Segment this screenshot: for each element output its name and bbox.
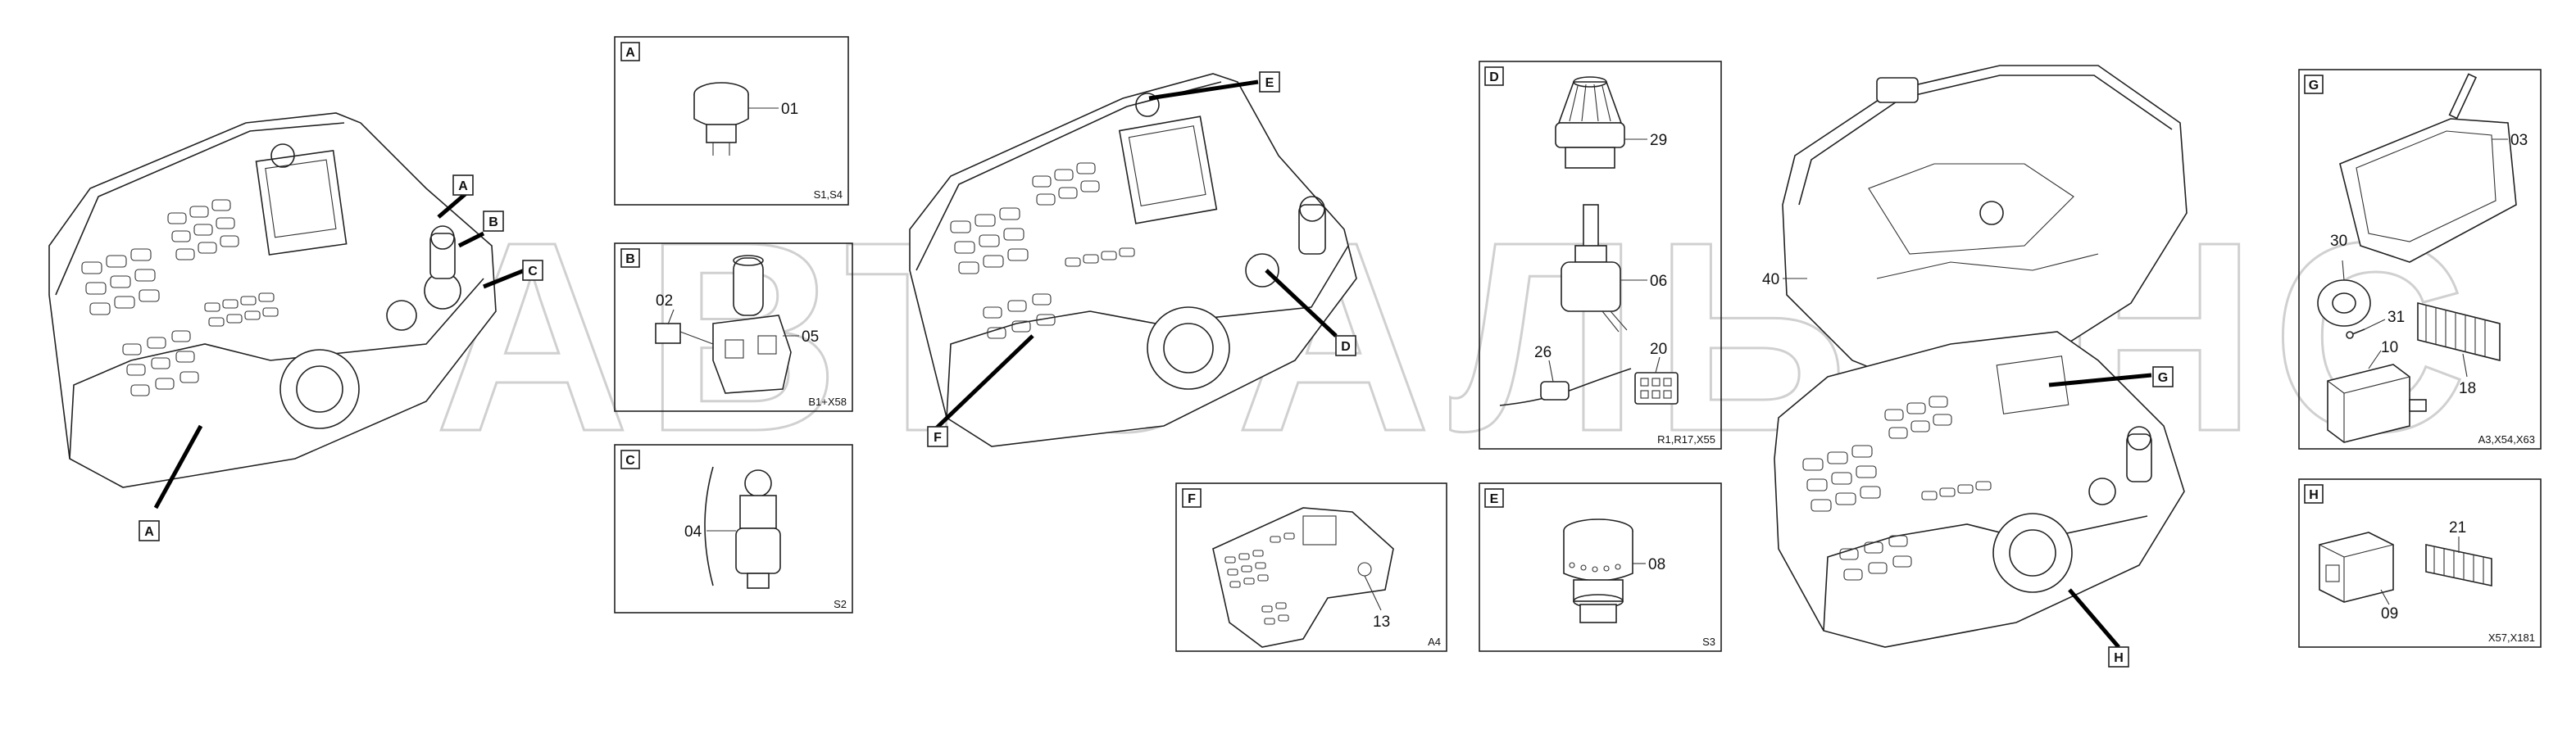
svg-text:A: A bbox=[458, 179, 468, 193]
console-center-display bbox=[1118, 115, 1218, 224]
callout-e: E bbox=[1259, 71, 1280, 93]
detail-box-f-letter: F bbox=[1188, 492, 1196, 506]
part-label-30: 30 bbox=[2330, 233, 2347, 250]
potentiometer-knob-part bbox=[1555, 76, 1625, 169]
part-label-31: 31 bbox=[2387, 309, 2405, 326]
callout-d: D bbox=[1335, 335, 1356, 356]
connector-d-part bbox=[1634, 372, 1679, 405]
detail-box-a-ref: S1,S4 bbox=[814, 188, 843, 201]
svg-text:F: F bbox=[934, 431, 942, 445]
callout-a-top: A bbox=[452, 174, 474, 196]
part-label-05: 05 bbox=[802, 328, 819, 346]
callout-c: C bbox=[522, 260, 543, 281]
svg-text:E: E bbox=[1265, 76, 1274, 90]
detail-box-c: C 04 S2 bbox=[614, 444, 853, 614]
part-label-18: 18 bbox=[2459, 380, 2476, 397]
svg-text:G: G bbox=[2158, 371, 2168, 385]
control-console-center bbox=[909, 73, 1357, 447]
detail-box-e-frame bbox=[1479, 482, 1722, 652]
detail-box-e: E 08 S3 bbox=[1479, 482, 1722, 652]
detail-box-h-frame bbox=[2298, 478, 2542, 648]
part-label-13: 13 bbox=[1373, 614, 1390, 631]
console-with-cover bbox=[1774, 65, 2188, 648]
part-label-02: 02 bbox=[656, 292, 673, 310]
callout-g: G bbox=[2152, 366, 2174, 387]
connector-housing-part bbox=[2327, 364, 2427, 443]
detail-box-d-frame bbox=[1479, 61, 1722, 450]
detail-box-e-ref: S3 bbox=[1702, 636, 1715, 648]
detail-box-a-frame bbox=[614, 36, 849, 206]
part-label-09: 09 bbox=[2381, 605, 2398, 623]
svg-text:A: A bbox=[144, 525, 154, 539]
callout-f: F bbox=[927, 426, 948, 447]
detail-box-f-frame bbox=[1175, 482, 1447, 652]
emergency-stop-part bbox=[1563, 518, 1633, 623]
detail-box-d-letter: D bbox=[1489, 70, 1499, 84]
detail-box-d-ref: R1,R17,X55 bbox=[1657, 433, 1715, 446]
detail-box-c-ref: S2 bbox=[834, 598, 847, 610]
part-label-01: 01 bbox=[781, 101, 798, 118]
part-label-03: 03 bbox=[2510, 132, 2528, 149]
svg-text:C: C bbox=[528, 265, 538, 278]
detail-box-d: D 29 06 26 20 R bbox=[1479, 61, 1722, 450]
part-label-40: 40 bbox=[1762, 271, 1779, 288]
membrane-keypad-part bbox=[1212, 507, 1394, 648]
display-module-part bbox=[2339, 73, 2517, 263]
callout-h: H bbox=[2108, 646, 2129, 668]
detail-box-g-frame bbox=[2298, 69, 2542, 450]
part-label-10: 10 bbox=[2381, 339, 2398, 356]
cable-part bbox=[1499, 368, 1632, 406]
console-display bbox=[255, 149, 348, 256]
detail-box-c-frame bbox=[614, 444, 853, 614]
detail-box-g-letter: G bbox=[2309, 79, 2319, 93]
detail-box-a: A 01 S1,S4 bbox=[614, 36, 849, 206]
part-label-06: 06 bbox=[1650, 273, 1667, 290]
detail-box-h-letter: H bbox=[2309, 488, 2319, 502]
console-trackball bbox=[279, 349, 360, 429]
detail-box-b-frame bbox=[614, 242, 853, 412]
detail-box-f: F 13 A4 bbox=[1175, 482, 1447, 652]
detail-box-b: B 02 05 B1+X58 bbox=[614, 242, 853, 412]
control-console-left bbox=[48, 112, 497, 488]
part-label-26: 26 bbox=[1534, 344, 1552, 361]
detail-box-e-letter: E bbox=[1490, 492, 1499, 506]
svg-text:B: B bbox=[488, 215, 498, 229]
pushbutton-part bbox=[693, 82, 749, 156]
detail-box-c-letter: C bbox=[625, 454, 635, 468]
detail-box-b-letter: B bbox=[625, 252, 635, 266]
key-switch-part bbox=[704, 466, 781, 589]
part-label-04: 04 bbox=[684, 523, 702, 541]
console-center-trackball bbox=[1147, 306, 1230, 390]
part-label-20: 20 bbox=[1650, 341, 1667, 358]
detail-box-f-ref: A4 bbox=[1428, 636, 1441, 648]
part-label-29: 29 bbox=[1650, 132, 1667, 149]
part-label-21: 21 bbox=[2449, 519, 2466, 537]
detail-box-b-ref: B1+X58 bbox=[808, 396, 847, 408]
ring-nut-part bbox=[2317, 279, 2371, 327]
screw-part bbox=[2346, 328, 2365, 339]
terminal-strip-g-part bbox=[2417, 301, 2501, 362]
callout-b: B bbox=[483, 211, 504, 232]
terminal-strip-h-part bbox=[2425, 544, 2492, 586]
detail-box-g: G 03 30 31 10 bbox=[2298, 69, 2542, 450]
callout-a-bottom: A bbox=[139, 520, 160, 541]
potentiometer-part bbox=[1561, 204, 1628, 333]
detail-box-a-letter: A bbox=[625, 46, 635, 60]
detail-box-h: H 09 21 X57,X181 bbox=[2298, 478, 2542, 648]
part-label-08: 08 bbox=[1648, 556, 1665, 573]
plug-housing-part bbox=[2319, 532, 2394, 603]
detail-box-h-ref: X57,X181 bbox=[2488, 632, 2535, 644]
svg-text:D: D bbox=[1341, 340, 1351, 354]
detail-box-g-ref: A3,X54,X63 bbox=[2478, 433, 2535, 446]
joystick-part bbox=[655, 255, 792, 394]
svg-text:H: H bbox=[2114, 651, 2124, 665]
